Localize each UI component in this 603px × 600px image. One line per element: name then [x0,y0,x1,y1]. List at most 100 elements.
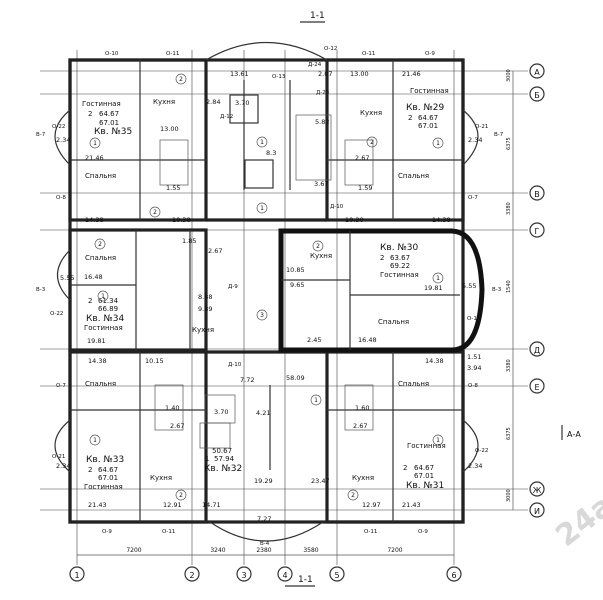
row-label: Ж [533,486,542,495]
area-label: 14.38 [85,216,104,224]
apartment-29: Кухня Кв. №29 2 64.67 67.01 Гостинная Сп… [360,87,449,180]
area-label: 23.47 [311,477,330,485]
code-label: О-9 [418,529,428,535]
kitchen-label: Кухня [192,326,214,334]
living-label: Гостинная [84,483,123,491]
opening-codes: О-10 О-11 О-12 О-13 О-11 О-9 О-22 О-21 В… [36,46,504,547]
area-label: 16.48 [84,273,103,281]
row-label: А [534,68,540,77]
code-label: О-13 [272,74,286,80]
area-label: 10.85 [286,266,305,274]
apartment-35: Гостинная 2 64.67 67.01 Кв. №35 Спальня … [82,98,175,180]
room-number: 2 [179,492,183,499]
section-label-bottom: 1-1 [298,575,313,585]
area-label: 1.51 [467,353,481,361]
row-label: Г [535,227,540,236]
code-label: О-11 [166,51,179,57]
bed-label: Спальня [398,172,429,180]
area-label: 2.34 [468,462,482,470]
code-label: Д-24 [308,62,322,68]
apartment-30: Кухня Кв. №30 2 63.67 69.22 Гостинная Сп… [310,243,419,326]
apartment-32: 50.67 1 57.94 Кв. №32 [204,447,242,474]
area-label: 19.29 [254,477,273,485]
area-label: 14.71 [202,501,221,509]
area-label: 21.43 [402,501,421,509]
col-label: 5 [334,571,339,580]
code-label: Д-10 [228,362,242,368]
area-label: 12.97 [362,501,381,509]
apartment-title: Кв. №34 [86,314,125,324]
code-label: Д-10 [330,204,344,210]
highlighted-apartment-30 [278,228,485,353]
area-label: 1.85 [182,237,196,245]
area-label: 10.38 [172,216,191,224]
area-label: 12.91 [163,501,182,509]
bed-label: Спальня [378,318,409,326]
room-number: 1 [260,139,264,146]
area-label: 5.55 [462,282,476,290]
section-mark-right: А-А [567,430,581,439]
dim-label: 3380 [506,202,512,215]
area1: 64.67 [99,110,119,118]
apartment-31: Гостинная 2 64.67 67.01 Кв. №31 Кухня Сп… [352,380,446,491]
area-label: 10.30 [345,216,364,224]
area-label: 2.67 [355,154,369,162]
code-label: Д-9 [228,284,238,290]
area1: 61.34 [98,297,119,305]
room-number: 2 [351,492,355,499]
area-label: 10.15 [145,357,164,365]
area-label: 21.46 [85,154,104,162]
row-label: Е [534,383,539,392]
apartment-title: Кв. №29 [406,103,445,113]
section-label-top: 1-1 [310,11,325,21]
dim-label: 3380 [506,359,512,372]
bay-window-tl [54,109,71,166]
area-label: 9.89 [198,305,212,313]
partitions [70,60,463,522]
kitchen-label: Кухня [150,474,172,482]
top-arch [205,41,328,61]
area-label: 5.55 [60,274,74,282]
code-label: О-21 [52,454,65,460]
code-label: О-11 [362,51,375,57]
area-label: 14.38 [88,357,107,365]
area-label: 21.46 [402,70,421,78]
room-number: 2 [179,76,183,83]
area2: 67.01 [98,474,118,482]
area-label: 21.43 [88,501,107,509]
living-label: Гостинная [407,442,446,450]
dim-label: 6375 [506,427,512,440]
bay-window-tr [462,109,479,166]
code-label: О-8 [56,195,66,201]
code-label: Д-11 [293,348,306,354]
area1: 63.67 [390,254,410,262]
col-label: 2 [189,571,194,580]
area-label: 58.09 [286,374,305,382]
code-label: В-3 [492,287,502,293]
area2: 67.01 [99,119,119,127]
code-label: О-7 [56,383,66,389]
room-number: 1 [101,293,105,300]
code-label: О-22 [50,311,63,317]
room-areas: 13.61 2.84 2.07 13.00 21.46 5.82 8.3 3.6… [56,70,482,523]
bottom-arch [209,521,324,542]
code-label: О-11 [467,316,480,322]
row-label: И [534,507,540,516]
area-label: 2.67 [353,422,367,430]
code-label: Д-12 [220,114,233,120]
code-label: О-7 [468,195,478,201]
apartment-title: Кв. №30 [380,243,419,253]
area2: 67.01 [414,472,434,480]
area-label: 2.67 [208,247,222,255]
area-label: 7.27 [257,515,271,523]
column-dimensions: 7200 3240 2380 3580 7200 [77,547,454,556]
rooms: 2 [403,464,407,472]
room-circles: 2 1 2 1 1 2 1 2 1 2 1 3 1 1 1 2 2 [89,73,444,501]
rooms: 2 [380,254,384,262]
row-label: Б [534,91,540,100]
area2: 66.89 [98,305,118,313]
room-number: 2 [98,241,102,248]
room-number: 2 [316,243,320,250]
area-label: 3.70 [214,408,228,416]
